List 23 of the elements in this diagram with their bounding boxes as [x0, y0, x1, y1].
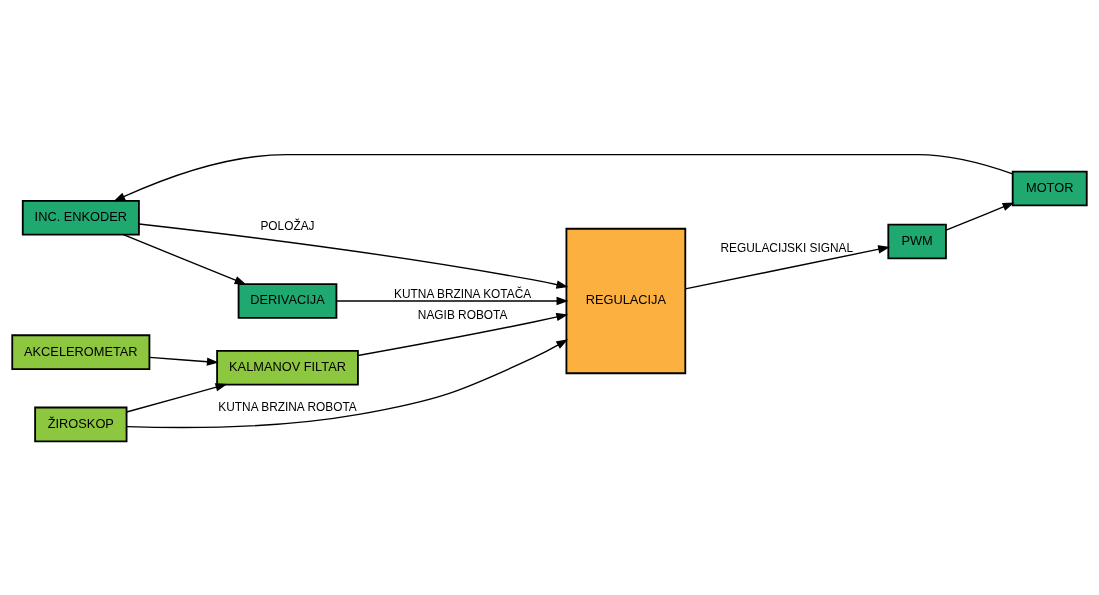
node-box: INC. ENKODER [21, 199, 140, 236]
node-box: AKCELEROMETAR [11, 333, 151, 370]
node-box: REGULACIJA [565, 227, 687, 374]
arrow [138, 222, 569, 289]
arrow [126, 382, 228, 413]
arrow [113, 153, 1014, 202]
node-box: KALMANOV FILTAR [216, 349, 359, 386]
arrow [357, 312, 569, 356]
edge-label: REGULACIJSKI SIGNAL [720, 240, 854, 255]
arrow [149, 356, 219, 366]
edge-label: NAGIB ROBOTA [417, 307, 508, 322]
arrow [122, 233, 247, 285]
node-box: ŽIROSKOP [34, 406, 128, 442]
node-box: DERIVACIJA [237, 282, 338, 319]
arrow [684, 244, 891, 290]
arrow [335, 296, 569, 305]
edge-label: POLOŽAJ [260, 218, 315, 233]
node-box: PWM [887, 223, 947, 259]
edge-label: KUTNA BRZINA ROBOTA [218, 399, 357, 414]
edge-label: KUTNA BRZINA KOTAČA [394, 286, 532, 301]
arrow [945, 201, 1015, 231]
arrow [126, 338, 569, 428]
node-box: MOTOR [1011, 170, 1088, 206]
